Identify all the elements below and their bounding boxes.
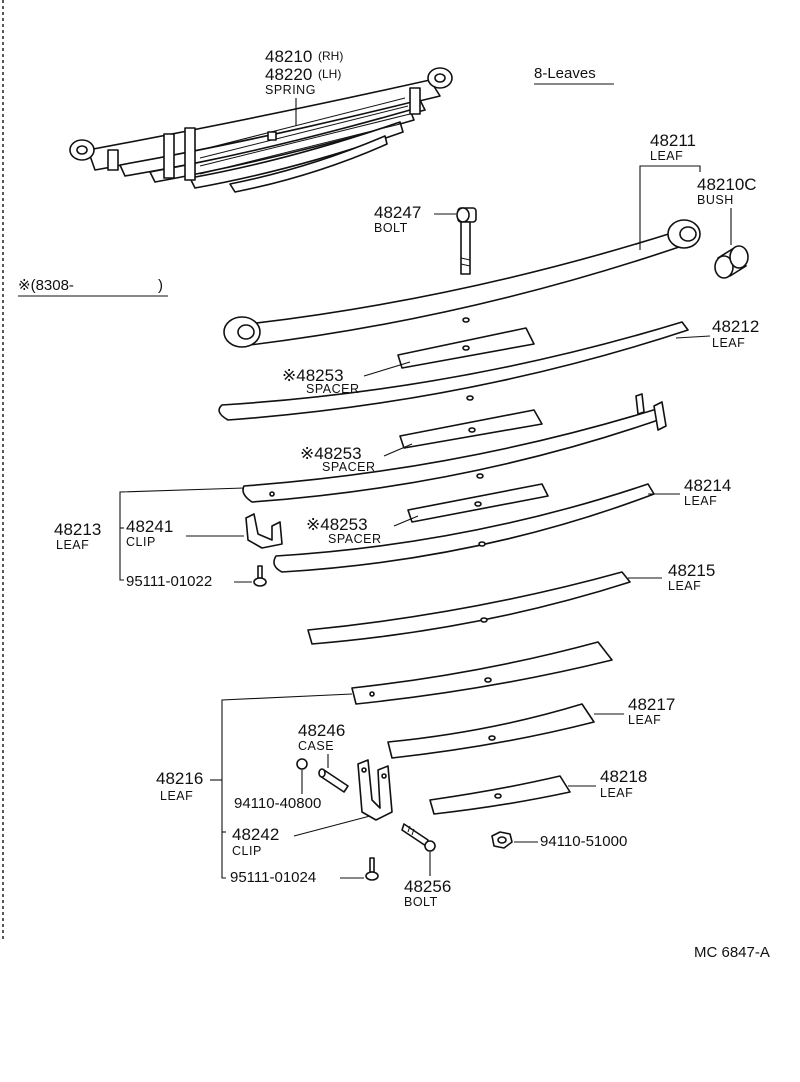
spacer-2-name: SPACER	[322, 460, 375, 474]
date-range-note: ※(8308-	[18, 277, 74, 294]
label-leaf-48214: 48214 LEAF	[648, 476, 731, 508]
label-leaf-48217: 48217 LEAF	[594, 695, 675, 727]
spacer-3-name: SPACER	[328, 532, 381, 546]
spacer-1-name: SPACER	[306, 382, 359, 396]
label-bolt-48247: 48247 BOLT	[374, 203, 456, 235]
bolt-48256-drawing	[401, 823, 436, 852]
leaf-48212-drawing	[218, 321, 689, 421]
leaf-48218-number: 48218	[600, 767, 647, 786]
leaf-48214-name: LEAF	[684, 494, 717, 508]
drawing-code: MC 6847-A	[694, 944, 770, 961]
leaf-48211-number: 48211	[650, 131, 696, 150]
bush-number: 48210C	[697, 175, 757, 194]
label-leaf-48213-group: 48213 LEAF 48241 CLIP 95111-01022	[54, 487, 252, 590]
spacer-2-number: ※48253	[300, 444, 362, 463]
label-bolt-48256: 48256 BOLT	[404, 852, 451, 909]
bolt-48247-number: 48247	[374, 203, 421, 222]
spring-part-name: SPRING	[265, 83, 316, 97]
leaf-48214-drawing	[273, 483, 655, 573]
label-leaf-48211: 48211 LEAF	[639, 131, 701, 250]
leaf-48215-drawing	[307, 571, 631, 645]
leaf-48211-drawing	[223, 219, 701, 348]
leaf-48212-name: LEAF	[712, 336, 745, 350]
label-bush: 48210C BUSH	[697, 175, 757, 245]
spring-part-number-rh: 48210	[265, 47, 312, 66]
leaf-48212-number: 48212	[712, 317, 759, 336]
spacer-3-drawing	[407, 483, 549, 523]
spring-part-number-lh: 48220	[265, 65, 312, 84]
leaf-48213-drawing	[242, 393, 667, 503]
label-spacer-1: ※48253 SPACER	[282, 361, 411, 396]
label-case: 48246 CASE	[298, 721, 345, 768]
leaf-count-note: 8-Leaves	[534, 65, 596, 82]
label-spacer-3: ※48253 SPACER	[306, 515, 419, 546]
spring-rh-note: (RH)	[318, 49, 343, 63]
clip-48241-name: CLIP	[126, 535, 156, 549]
leaf-48213-name: LEAF	[56, 538, 89, 552]
date-range-note-close: )	[158, 277, 163, 294]
clip-48242-number: 48242	[232, 825, 279, 844]
spacer-1-drawing	[397, 327, 535, 369]
label-nut-94110-51000: 94110-51000	[514, 833, 627, 850]
leaf-48211-name: LEAF	[650, 149, 683, 163]
spacer-2-drawing	[399, 409, 543, 449]
nut-94110-51000-number: 94110-51000	[540, 833, 627, 850]
clip-48241-drawing	[245, 513, 283, 549]
bush-48210c-drawing	[714, 245, 749, 279]
label-leaf-48215: 48215 LEAF	[628, 561, 715, 593]
leaf-48216-number: 48216	[156, 769, 203, 788]
label-leaf-48216-group: 48216 LEAF 94110-40800 48242 CLIP 95111-…	[156, 693, 371, 886]
spacer-1-number: ※48253	[282, 366, 344, 385]
case-48246-drawing	[318, 768, 349, 793]
leaf-48216-name: LEAF	[160, 789, 193, 803]
bolt-48247-drawing	[456, 207, 477, 275]
clip-48242-name: CLIP	[232, 844, 262, 858]
spacer-3-number: ※48253	[306, 515, 368, 534]
leaf-48213-number: 48213	[54, 520, 101, 539]
clip-48242-drawing	[357, 759, 393, 821]
bolt-48256-number: 48256	[404, 877, 451, 896]
leaf-48218-name: LEAF	[600, 786, 633, 800]
leaf-48216-drawing	[351, 641, 613, 705]
leaf-48218-drawing	[429, 775, 571, 815]
label-spacer-2: ※48253 SPACER	[300, 443, 413, 474]
nut-94110-51000-drawing	[491, 831, 513, 849]
case-name: CASE	[298, 739, 334, 753]
leaf-48214-number: 48214	[684, 476, 731, 495]
rivet-95111-01022-number: 95111-01022	[126, 573, 212, 590]
bolt-48247-name: BOLT	[374, 221, 408, 235]
spring-assembly-drawing	[69, 67, 453, 193]
case-number: 48246	[298, 721, 345, 740]
leaf-48215-name: LEAF	[668, 579, 701, 593]
bush-name: BUSH	[697, 193, 734, 207]
rivet-95111-01024-drawing	[365, 857, 379, 881]
leaf-48215-number: 48215	[668, 561, 715, 580]
spring-lh-note: (LH)	[318, 67, 341, 81]
bolt-48256-name: BOLT	[404, 895, 438, 909]
label-leaf-48218: 48218 LEAF	[568, 767, 647, 800]
leaf-48217-name: LEAF	[628, 713, 661, 727]
nut-94110-40800-number: 94110-40800	[234, 795, 321, 812]
leaf-48217-number: 48217	[628, 695, 675, 714]
nut-94110-40800-drawing	[296, 758, 308, 770]
label-leaf-48212: 48212 LEAF	[675, 317, 759, 350]
rivet-95111-01022-drawing	[253, 565, 267, 587]
clip-48241-number: 48241	[126, 517, 173, 536]
label-spring: 48210 (RH) 48220 (LH) SPRING	[265, 47, 343, 126]
rivet-95111-01024-number: 95111-01024	[230, 869, 316, 886]
leaf-48217-drawing	[387, 703, 595, 759]
